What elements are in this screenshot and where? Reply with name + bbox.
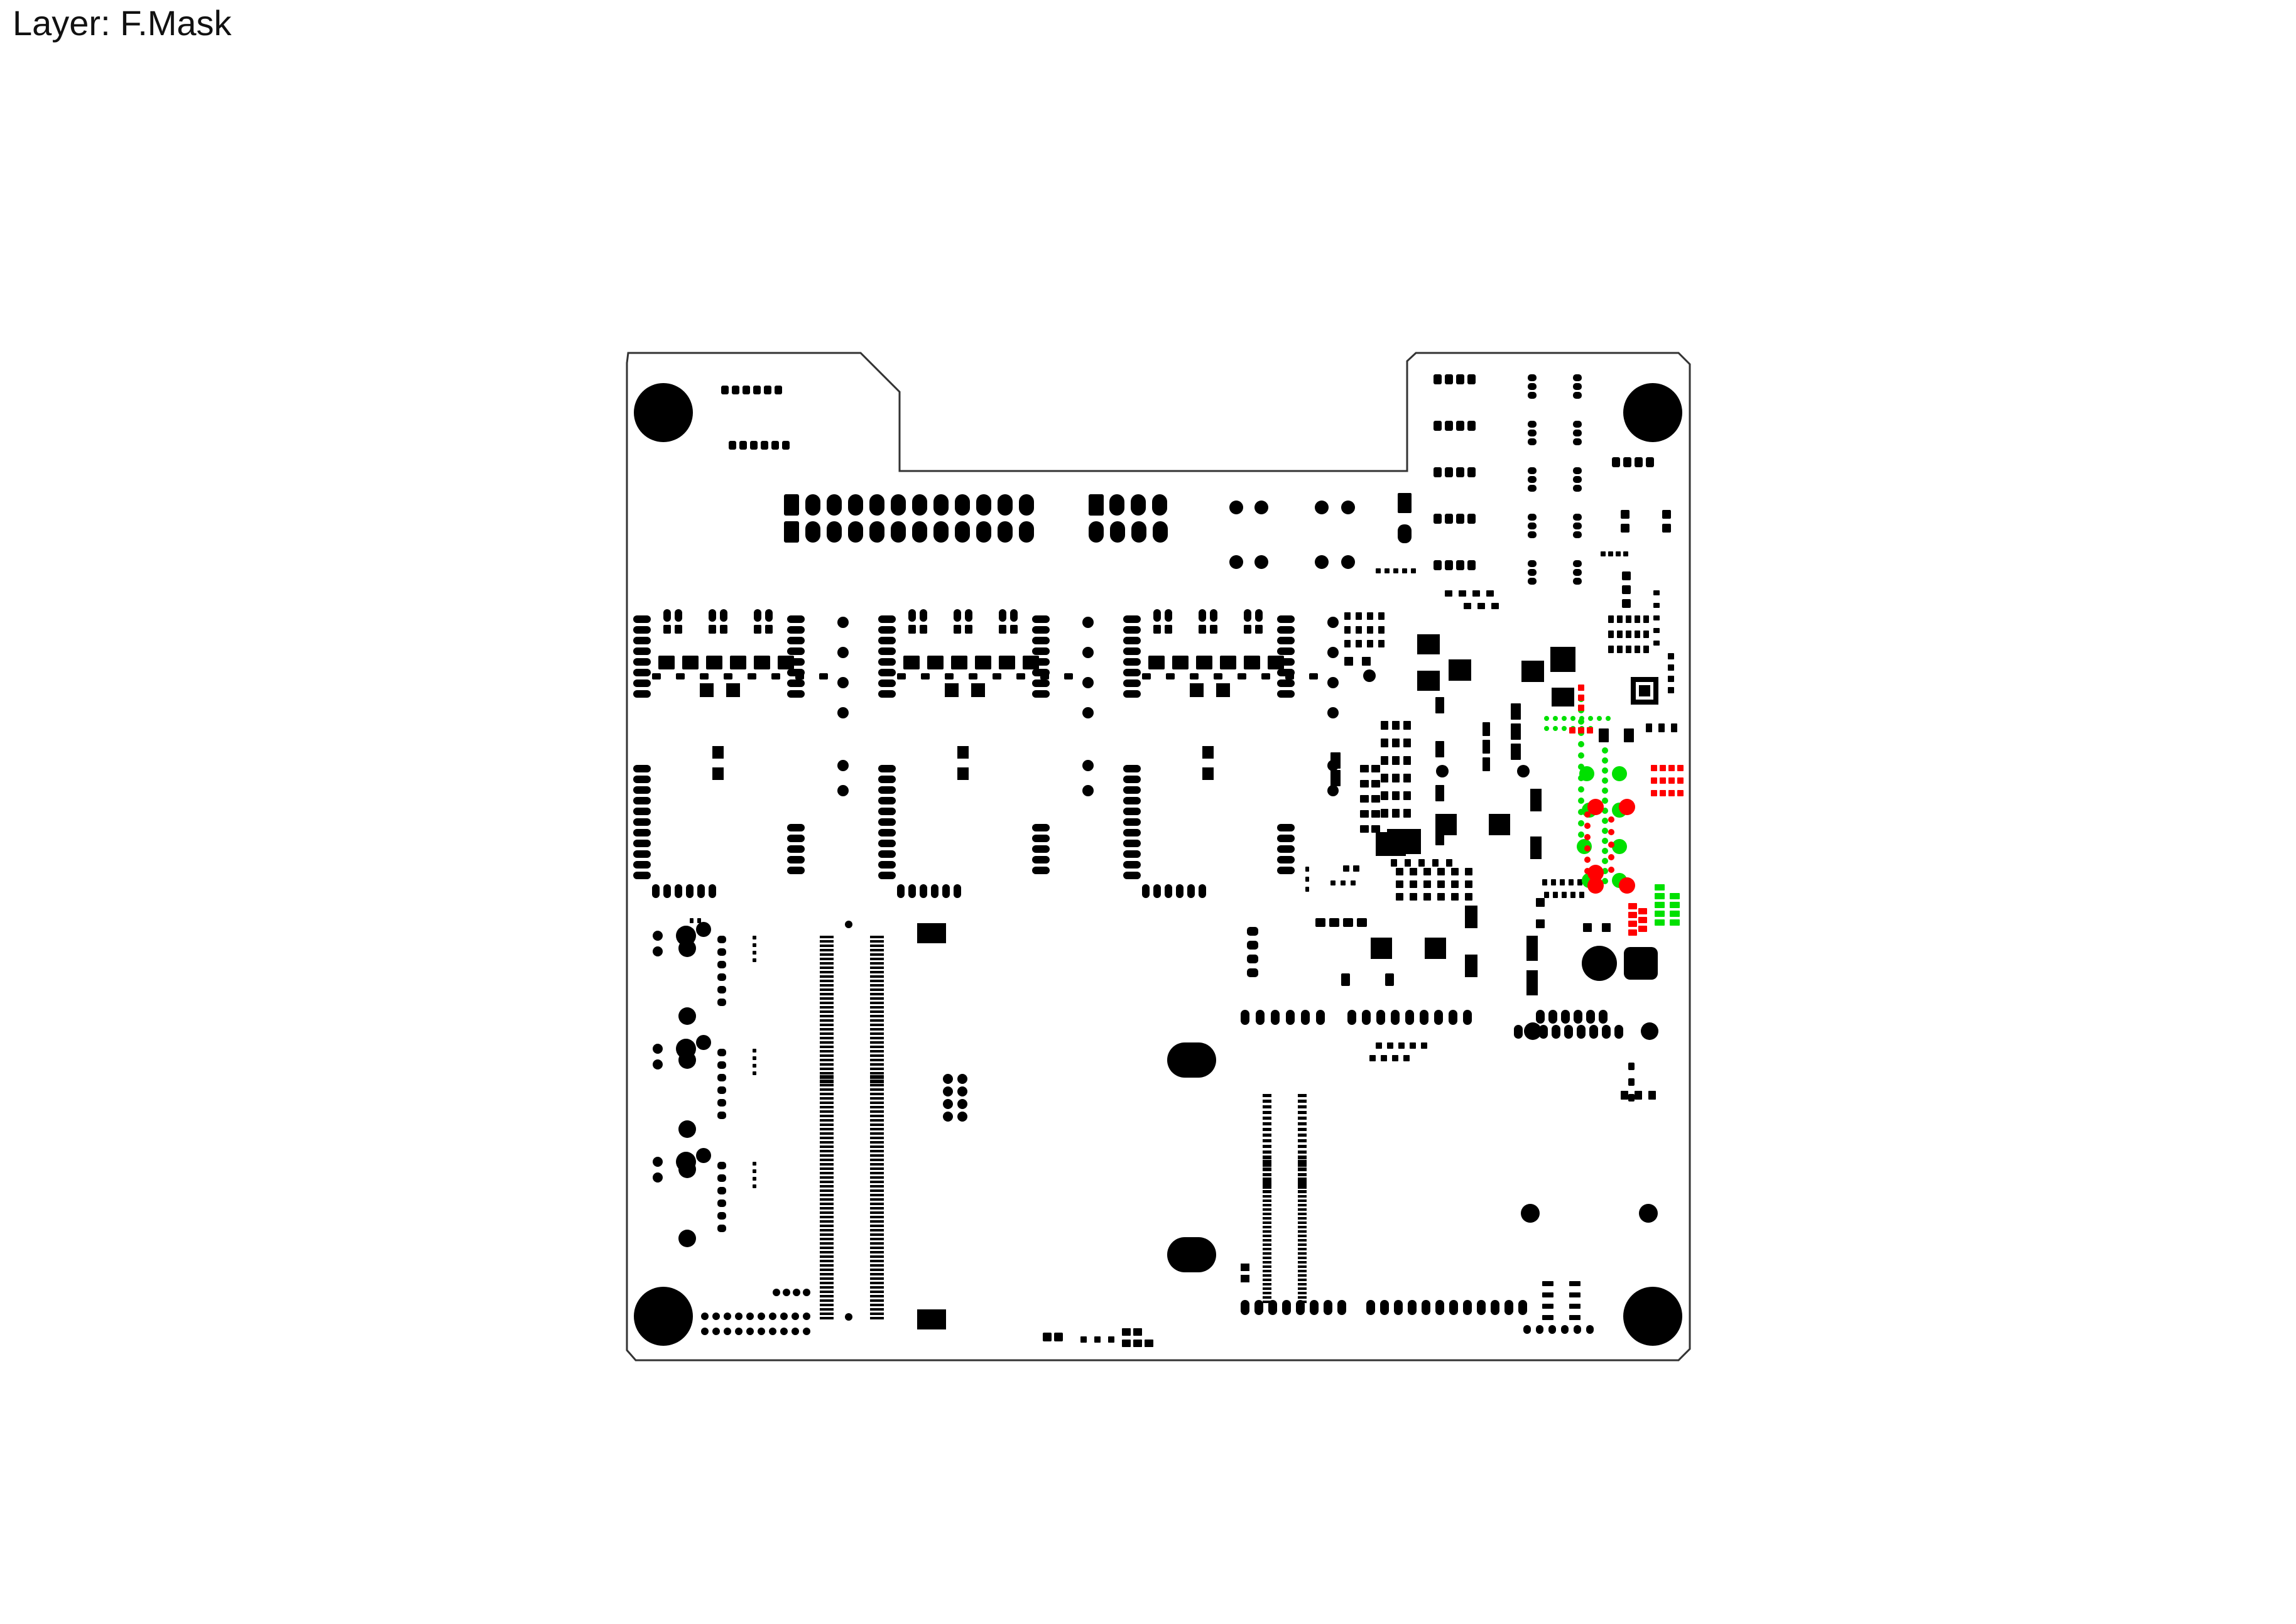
mounting-holes — [634, 383, 1682, 1346]
smd-pads — [633, 374, 1677, 1347]
board-outline — [626, 352, 1691, 1361]
top-connector-pads — [784, 493, 1658, 1329]
crystal-footprint — [1387, 829, 1421, 854]
highlighted-pads-red — [1569, 685, 1684, 936]
qfn-chip — [1631, 677, 1658, 705]
oval-pads — [1167, 946, 1658, 1272]
layer-label: Layer: F.Mask — [13, 3, 232, 43]
